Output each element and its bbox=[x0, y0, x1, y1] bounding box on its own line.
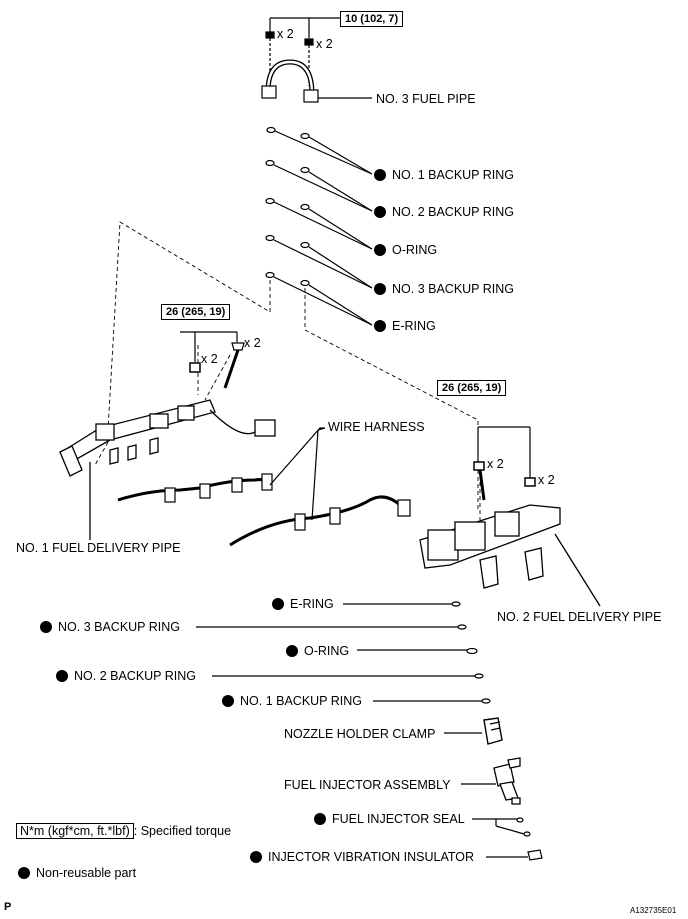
non-reusable-dot-icon bbox=[56, 670, 68, 682]
non-reusable-dot-icon bbox=[40, 621, 52, 633]
right-rail-bolts bbox=[473, 426, 536, 501]
figure-code: A132735E01 bbox=[630, 906, 677, 915]
quantity-label: x 2 bbox=[277, 27, 294, 41]
torque-spec-fuel-pipe: 10 (102, 7) bbox=[340, 11, 404, 27]
label-no3-fuel-pipe: NO. 3 FUEL PIPE bbox=[376, 92, 476, 106]
label-no2-fuel-delivery-pipe: NO. 2 FUEL DELIVERY PIPE bbox=[497, 610, 662, 624]
wire-harness-lower bbox=[229, 427, 411, 547]
legend-non-reusable: Non-reusable part bbox=[18, 866, 136, 880]
label-fuel-injector-assembly: FUEL INJECTOR ASSEMBLY bbox=[284, 778, 451, 792]
wire-harness-upper bbox=[117, 427, 325, 503]
quantity-label: x 2 bbox=[487, 457, 504, 471]
non-reusable-dot-icon bbox=[374, 320, 386, 332]
torque-spec-right-rail: 26 (265, 19) bbox=[437, 380, 507, 396]
fuel-injector-assembly bbox=[461, 757, 521, 805]
label-fuel-injector-seal: FUEL INJECTOR SEAL bbox=[314, 812, 465, 826]
injector-vibration-insulator bbox=[486, 849, 543, 861]
legend-torque-desc: : Specified torque bbox=[133, 824, 232, 838]
non-reusable-dot-icon bbox=[286, 645, 298, 657]
no1-fuel-delivery-pipe bbox=[59, 399, 276, 540]
non-reusable-dot-icon bbox=[374, 244, 386, 256]
non-reusable-dot-icon bbox=[314, 813, 326, 825]
non-reusable-dot-icon bbox=[374, 206, 386, 218]
label-lower-no2-backup-ring: NO. 2 BACKUP RING bbox=[56, 669, 196, 683]
upper-rings bbox=[265, 126, 373, 326]
fuel-injector-seal bbox=[472, 817, 531, 837]
quantity-label: x 2 bbox=[538, 473, 555, 487]
label-lower-no3-backup-ring: NO. 3 BACKUP RING bbox=[40, 620, 180, 634]
lower-ring-leaders bbox=[196, 601, 491, 704]
no3-fuel-pipe bbox=[261, 59, 372, 103]
torque-spec-left-rail: 26 (265, 19) bbox=[161, 304, 231, 320]
non-reusable-dot-icon bbox=[18, 867, 30, 879]
non-reusable-dot-icon bbox=[272, 598, 284, 610]
non-reusable-dot-icon bbox=[374, 169, 386, 181]
legend-torque-unit: N*m (kgf*cm, ft.*lbf) bbox=[16, 823, 134, 839]
non-reusable-dot-icon bbox=[222, 695, 234, 707]
fuel-pipe-bolts bbox=[265, 17, 340, 86]
left-rail-bolts bbox=[180, 331, 245, 389]
label-lower-e-ring: E-RING bbox=[272, 597, 334, 611]
label-upper-o-ring: O-RING bbox=[374, 243, 437, 257]
label-nozzle-holder-clamp: NOZZLE HOLDER CLAMP bbox=[284, 727, 436, 741]
legend-torque: N*m (kgf*cm, ft.*lbf): Specified torque bbox=[16, 823, 232, 839]
label-upper-no2-backup-ring: NO. 2 BACKUP RING bbox=[374, 205, 514, 219]
label-upper-no3-backup-ring: NO. 3 BACKUP RING bbox=[374, 282, 514, 296]
label-no1-fuel-delivery-pipe: NO. 1 FUEL DELIVERY PIPE bbox=[16, 541, 181, 555]
non-reusable-dot-icon bbox=[374, 283, 386, 295]
label-lower-no1-backup-ring: NO. 1 BACKUP RING bbox=[222, 694, 362, 708]
non-reusable-dot-icon bbox=[250, 851, 262, 863]
label-injector-vibration-insulator: INJECTOR VIBRATION INSULATOR bbox=[250, 850, 474, 864]
quantity-label: x 2 bbox=[316, 37, 333, 51]
label-wire-harness: WIRE HARNESS bbox=[328, 420, 425, 434]
assembly-guide-lines bbox=[94, 221, 481, 520]
nozzle-holder-clamp bbox=[444, 717, 503, 745]
page-mark: P bbox=[4, 901, 12, 913]
label-upper-no1-backup-ring: NO. 1 BACKUP RING bbox=[374, 168, 514, 182]
quantity-label: x 2 bbox=[244, 336, 261, 350]
quantity-label: x 2 bbox=[201, 352, 218, 366]
label-upper-e-ring: E-RING bbox=[374, 319, 436, 333]
label-lower-o-ring: O-RING bbox=[286, 644, 349, 658]
no2-fuel-delivery-pipe bbox=[419, 504, 601, 607]
